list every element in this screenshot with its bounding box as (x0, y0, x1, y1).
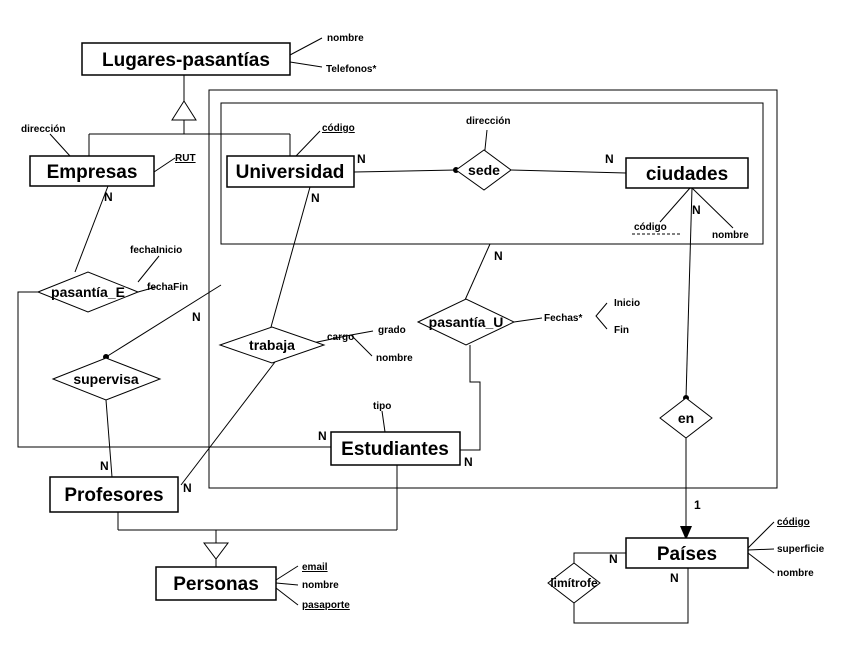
cardinality-label: N (609, 552, 618, 566)
cardinality-label: N (311, 191, 320, 205)
cardinality-label: 1 (694, 498, 701, 512)
outer-aggregation-frame (208, 89, 778, 489)
entity-label: ciudades (646, 164, 728, 185)
relationship-label: supervisa (73, 371, 139, 387)
relationship-limitrofe[interactable]: limítrofe (547, 562, 601, 604)
attribute-lugares-nombre: nombre (327, 33, 364, 44)
relationship-label: limítrofe (550, 576, 598, 590)
attribute-empresas-direccion: dirección (21, 124, 65, 135)
cardinality-label: N (192, 310, 201, 324)
attribute-ciudades-nombre: nombre (712, 230, 749, 241)
cardinality-label: N (318, 429, 327, 443)
attribute-ciudades-codigo: código (634, 222, 667, 233)
relationship-supervisa[interactable]: supervisa (51, 357, 162, 401)
relationship-pasantia-u[interactable]: pasantía_U (416, 298, 516, 346)
entity-label: Personas (173, 574, 259, 595)
attribute-universidad-codigo: código (322, 123, 355, 134)
relationship-label: en (678, 410, 694, 426)
attribute-paises-superficie: superficie (777, 544, 825, 555)
attribute-lugares-telefonos: Telefonos* (326, 64, 376, 75)
entity-profesores[interactable]: Profesores (49, 476, 179, 513)
cardinalities: N N N N N N N N N N N 1 N N (100, 152, 701, 585)
relationship-label: pasantía_E (51, 284, 125, 300)
cardinality-label: N (183, 481, 192, 495)
attribute-personas-nombre: nombre (302, 580, 339, 591)
entity-label: Empresas (47, 162, 138, 183)
cardinality-label: N (464, 455, 473, 469)
entity-universidad[interactable]: Universidad (226, 155, 355, 188)
attribute-empresas-rut: RUT (175, 153, 196, 164)
isa-triangle-lugares (171, 100, 197, 121)
attribute-fechas-fin: Fin (614, 325, 629, 336)
entity-label: Lugares-pasantías (102, 50, 270, 71)
attribute-trabaja-nombre: nombre (376, 353, 413, 364)
attribute-fecha-fin: fechaFin (147, 282, 188, 293)
inner-aggregation-frame (220, 102, 764, 245)
attribute-personas-pasaporte: pasaporte (302, 600, 350, 611)
cardinality-label: N (670, 571, 679, 585)
isa-triangle-personas (203, 542, 229, 560)
attributes: nombre Telefonos* dirección RUT código d… (21, 33, 825, 611)
attribute-paises-nombre: nombre (777, 568, 814, 579)
entity-ciudades[interactable]: ciudades (625, 157, 749, 189)
entity-empresas[interactable]: Empresas (29, 155, 155, 187)
cardinality-label: N (357, 152, 366, 166)
relationship-label: trabaja (249, 337, 295, 353)
attribute-personas-email: email (302, 562, 328, 573)
entity-label: Universidad (236, 162, 345, 183)
relationship-pasantia-e[interactable]: pasantía_E (36, 271, 140, 313)
attribute-trabaja-cargo: cargo (327, 332, 354, 343)
relationship-trabaja[interactable]: trabaja (218, 326, 326, 364)
cardinality-label: N (104, 190, 113, 204)
attribute-fechas-inicio: Inicio (614, 298, 640, 309)
entity-paises[interactable]: Países (625, 537, 749, 569)
connector-lines (17, 37, 778, 624)
cardinality-label: N (605, 152, 614, 166)
entity-personas[interactable]: Personas (155, 566, 277, 601)
entity-label: Estudiantes (341, 439, 449, 460)
entity-estudiantes[interactable]: Estudiantes (330, 431, 461, 466)
entity-lugares-pasantias[interactable]: Lugares-pasantías (81, 42, 291, 76)
attribute-trabaja-grado: grado (378, 325, 406, 336)
cardinality-label: N (494, 249, 503, 263)
attribute-sede-direccion: dirección (466, 116, 510, 127)
relationship-sede[interactable]: sede (455, 149, 512, 191)
cardinality-label: N (692, 203, 701, 217)
relationship-en[interactable]: en (659, 397, 713, 439)
entity-label: Países (657, 544, 717, 565)
attribute-paises-codigo: código (777, 517, 810, 528)
cardinality-label: N (100, 459, 109, 473)
entity-label: Profesores (64, 485, 163, 506)
attribute-fecha-inicio: fechaInicio (130, 245, 182, 256)
relationship-label: sede (468, 162, 500, 178)
attribute-fechas: Fechas* (544, 313, 582, 324)
attribute-estudiantes-tipo: tipo (373, 401, 391, 412)
relationship-label: pasantía_U (429, 314, 504, 330)
